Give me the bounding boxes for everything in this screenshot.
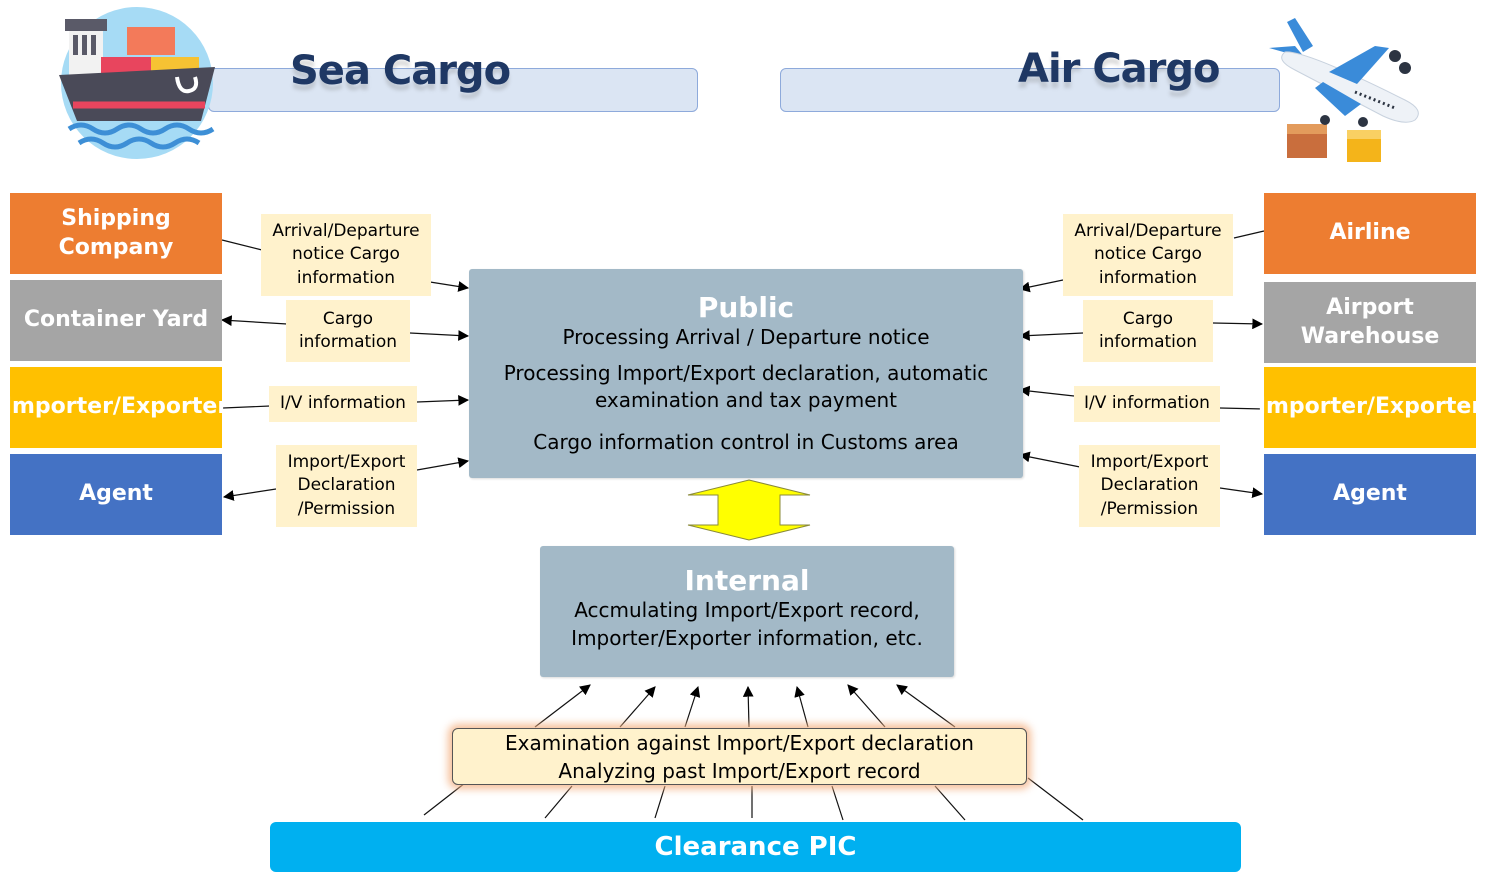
- internal-line-1: Accmulating Import/Export record,: [574, 598, 920, 622]
- line-note3r-importer: [1219, 407, 1265, 410]
- line-airline-note: [1233, 230, 1265, 239]
- arrow-exam-internal-7: [896, 684, 956, 728]
- actor-airport-warehouse: Airport Warehouse: [1264, 282, 1476, 363]
- arrow-note1-public: [429, 281, 470, 292]
- public-line-4: Cargo information control in Customs are…: [533, 429, 959, 454]
- line-importer-note: [222, 405, 271, 409]
- note-iv-info-right: I/V information: [1074, 386, 1220, 422]
- public-title: Public: [697, 291, 795, 324]
- arrow-exam-internal-6: [847, 684, 886, 728]
- line-clear-exam-1: [423, 782, 466, 816]
- public-line-2: Processing Import/Export declaration, au…: [503, 360, 989, 385]
- cargo-ship-icon: [59, 7, 215, 159]
- line-clear-exam-7: [1027, 777, 1084, 821]
- arrow-note2-public: [409, 330, 470, 341]
- arrow-note1r-public: [1018, 279, 1064, 293]
- bidirectional-arrow: [687, 479, 811, 541]
- internal-title: Internal: [684, 564, 810, 597]
- air-cargo-banner: [780, 68, 1280, 112]
- arrow-note2r-warehouse: [1212, 318, 1264, 330]
- arrow-note4r-public: [1018, 451, 1081, 468]
- arrow-note3-public: [416, 394, 470, 406]
- arrow-note2r-public: [1018, 330, 1084, 341]
- arrow-exam-internal-3: [684, 685, 701, 728]
- clearance-pic-bar: Clearance PIC: [270, 822, 1241, 872]
- actor-container-yard: Container Yard: [10, 280, 222, 361]
- actor-agent-left: Agent: [10, 454, 222, 535]
- arrow-note2-cy: [220, 315, 288, 326]
- internal-line-2: Importer/Exporter information, etc.: [571, 625, 923, 650]
- internal-system-box: Internal Accmulating Import/Export recor…: [540, 546, 954, 677]
- arrow-exam-internal-5: [794, 685, 809, 728]
- examination-line-2: Analyzing past Import/Export record: [558, 758, 921, 783]
- arrow-exam-internal-2: [619, 686, 656, 728]
- public-line-1: Processing Arrival / Departure notice: [562, 325, 930, 349]
- line-clear-exam-2: [544, 785, 573, 819]
- actor-importer-exporter-right: Importer/Exporter: [1258, 367, 1482, 448]
- arrow-exam-internal-1: [534, 684, 591, 728]
- arrow-note4r-agent: [1219, 487, 1264, 498]
- line-clear-exam-5: [831, 785, 844, 821]
- sea-cargo-title: Sea Cargo: [290, 48, 511, 94]
- note-cargo-info-right: Cargo information: [1083, 300, 1213, 362]
- sea-cargo-banner: [208, 68, 698, 112]
- note-arrival-departure-left: Arrival/Departure notice Cargo informati…: [261, 214, 431, 296]
- actor-agent-right: Agent: [1264, 454, 1476, 535]
- note-declaration-left: Import/Export Declaration /Permission: [276, 445, 417, 527]
- public-line-3: examination and tax payment: [594, 388, 898, 413]
- airplane-icon: [1269, 18, 1419, 162]
- line-shipping-note: [221, 239, 263, 251]
- note-declaration-right: Import/Export Declaration /Permission: [1079, 445, 1220, 527]
- note-iv-info-left: I/V information: [269, 386, 417, 422]
- line-clear-exam-3: [654, 785, 666, 819]
- arrow-note4-public: [416, 457, 470, 471]
- arrow-note3r-public: [1018, 385, 1075, 397]
- examination-box: Examination against Import/Export declar…: [452, 728, 1027, 785]
- note-arrival-departure-right: Arrival/Departure notice Cargo informati…: [1063, 214, 1233, 296]
- line-clear-exam-6: [934, 785, 966, 821]
- note-cargo-info-left: Cargo information: [286, 300, 410, 362]
- actor-airline: Airline: [1264, 193, 1476, 274]
- actor-importer-exporter-left: Importer/Exporter: [4, 367, 228, 448]
- examination-line-1: Examination against Import/Export declar…: [505, 730, 974, 755]
- arrow-exam-internal-4: [742, 685, 754, 728]
- arrow-note4-agent: [222, 488, 277, 501]
- public-system-box: Public Processing Arrival / Departure no…: [469, 269, 1023, 478]
- actor-shipping-company: Shipping Company: [10, 193, 222, 274]
- air-cargo-title: Air Cargo: [1018, 46, 1221, 92]
